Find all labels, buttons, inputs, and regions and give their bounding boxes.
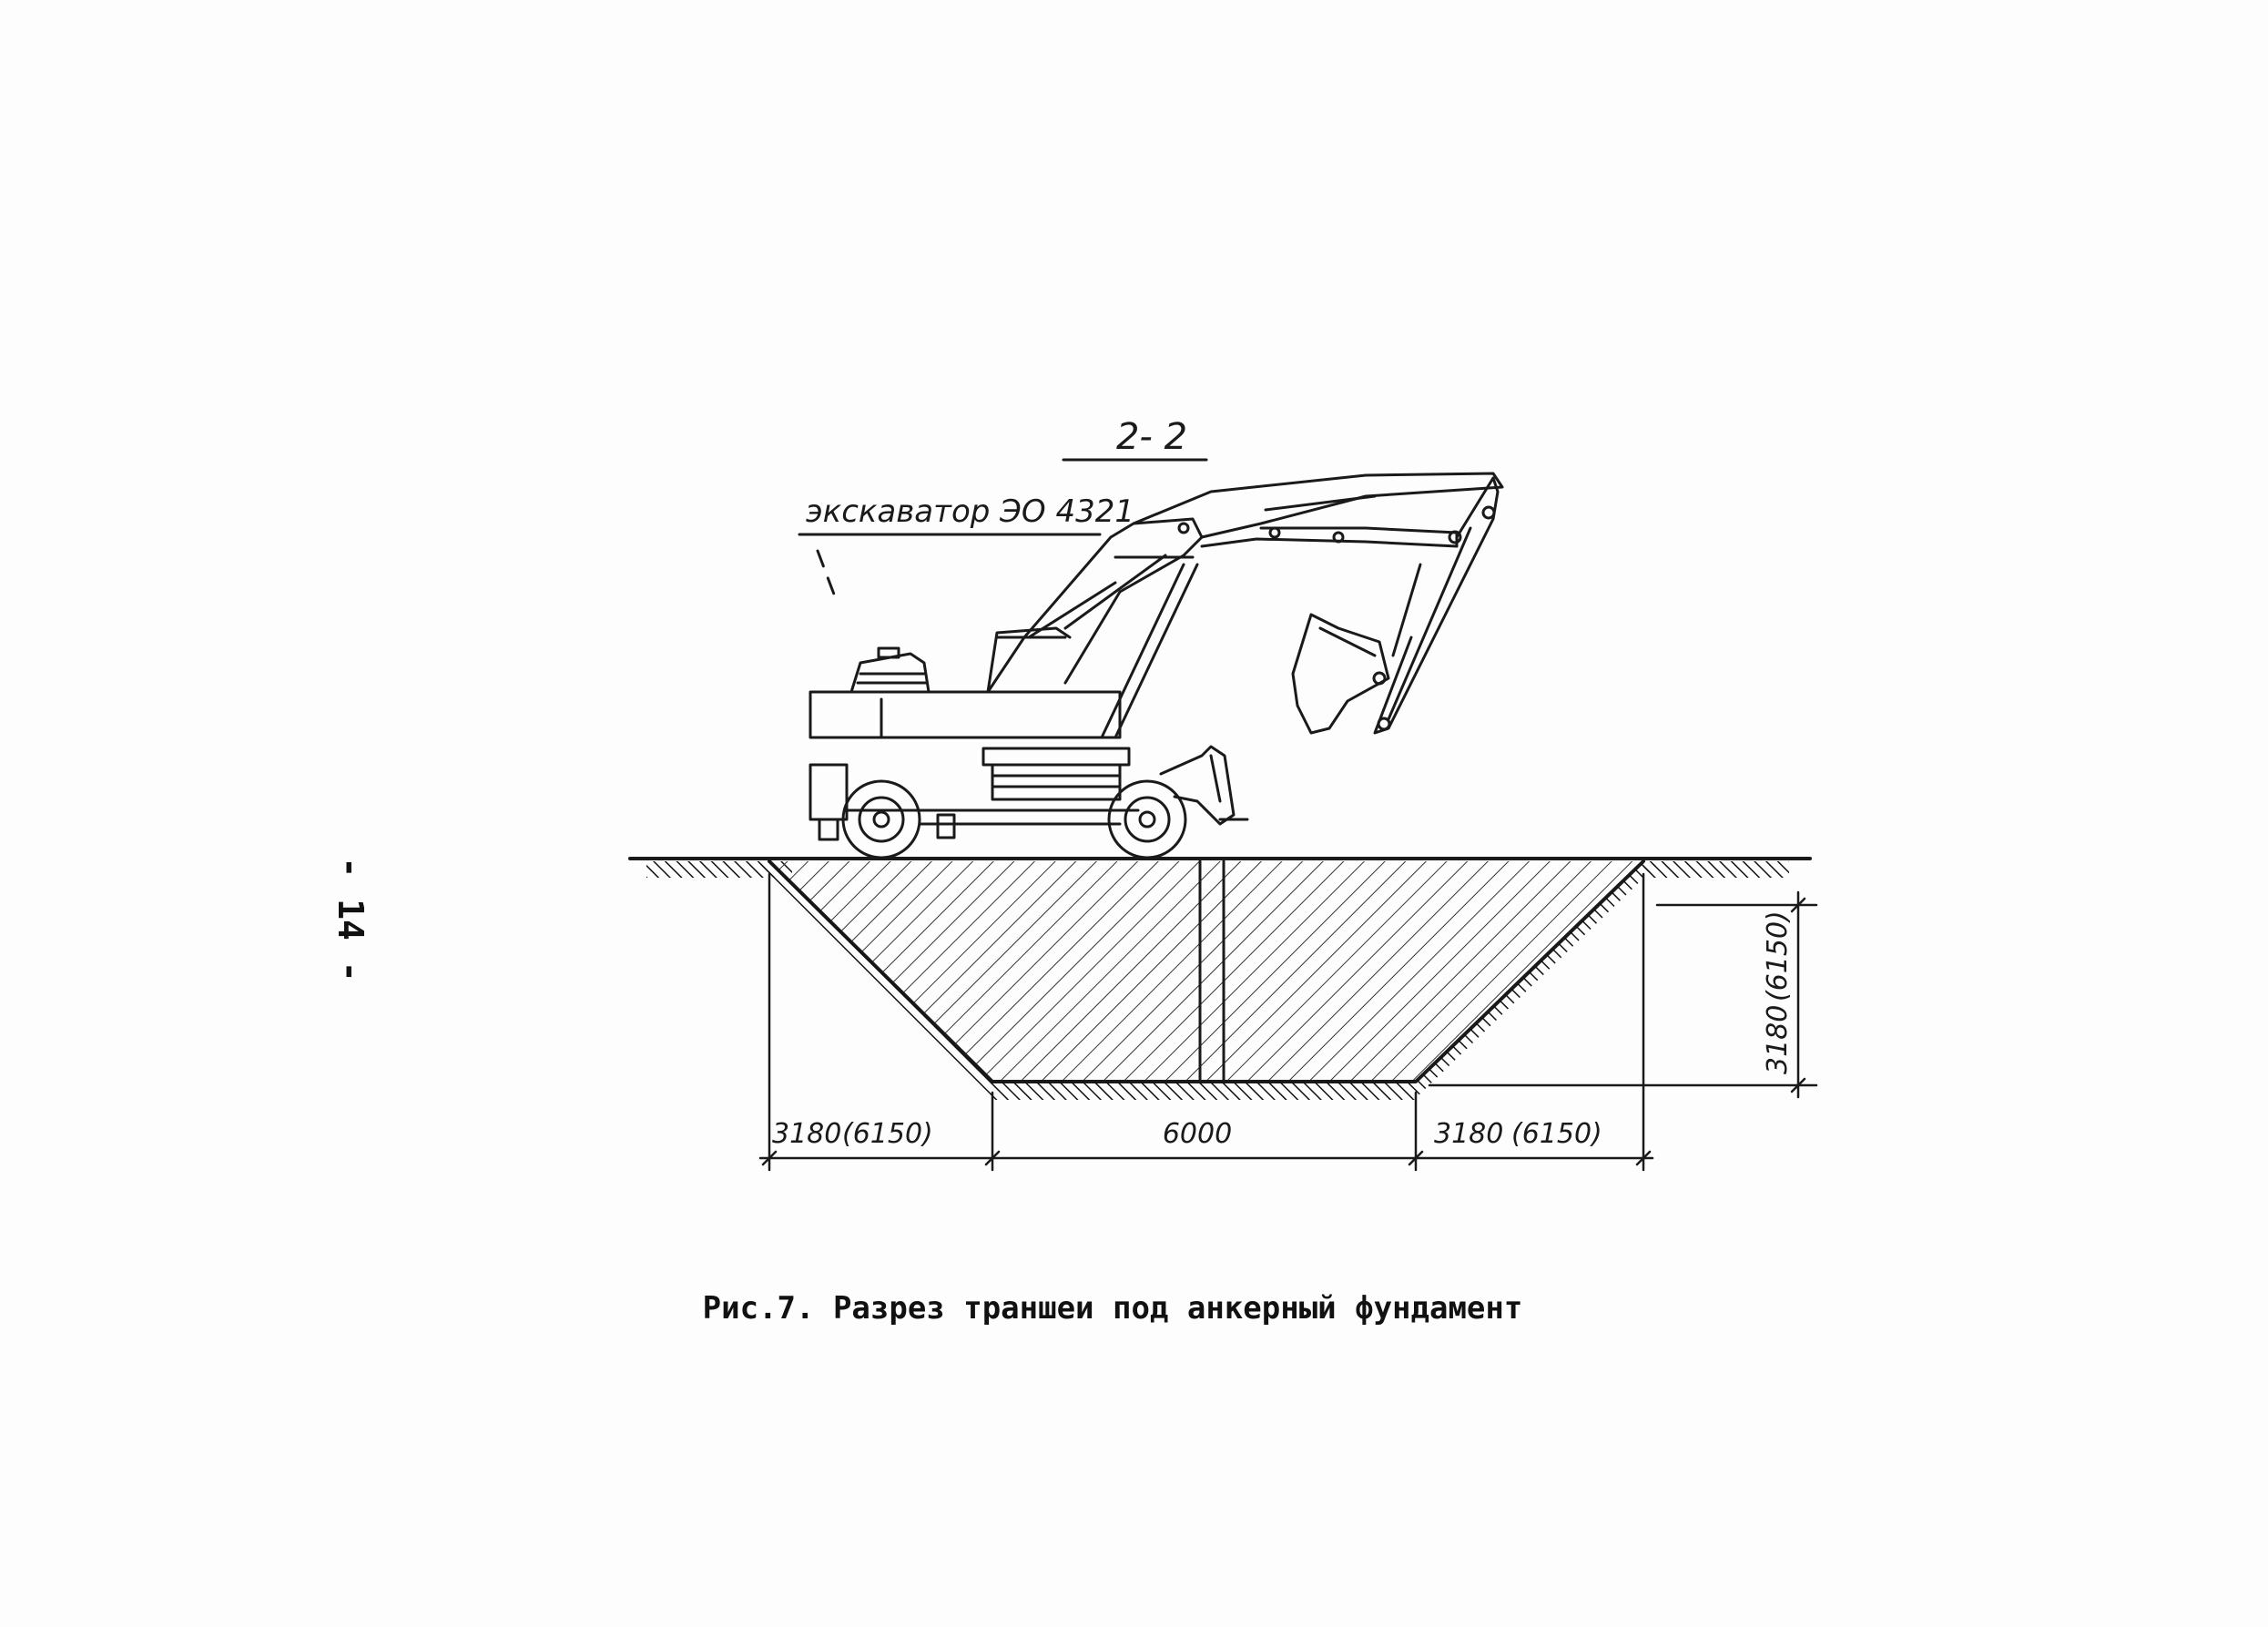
excavator-label: экскаватор ЭО 4321 [806,493,1134,530]
excavator-front-wheel [1107,779,1187,859]
trench-bottom-hatch [992,1082,1416,1100]
dim-left-alt-value: (6150) [842,1118,933,1150]
excavator-boom-base [986,517,1204,694]
trench-fill [769,861,1643,1080]
excavator-cabin [986,626,1072,694]
figure-caption: Рис.7. Разрез траншеи под анкерный фунда… [703,1290,1523,1327]
dim-depth-alt-value: (6150) [1762,910,1794,1002]
excavator-undercarriage [981,747,1131,767]
horizontal-dimension-chain [758,872,1654,1172]
dim-bottom-width: 6000 [1163,1118,1232,1150]
dim-left-value: 3180 [772,1118,841,1150]
excavator-drawing [809,472,1504,859]
dim-right-value: 3180 [1434,1118,1503,1150]
excavator-rear-wheel [841,779,921,859]
ground-hatch-right [1643,861,1789,878]
depth-dimension [1428,890,1818,1099]
section-label: 2- 2 [1116,416,1187,458]
trench-slope-right [1416,861,1657,1098]
excavator-upper-body [809,690,1122,739]
excavator-stick [1373,476,1500,735]
ground-hatch-left [646,861,792,878]
excavator-front-blade [1159,745,1236,826]
excavator-leader-line [816,549,838,601]
dim-depth-value: 3180 [1762,1005,1794,1074]
trench-slope-left [756,861,992,1098]
excavator-boom [1132,472,1504,539]
excavator-bucket [1291,613,1390,735]
dim-right-alt-value: (6150) [1511,1118,1602,1150]
page-number: - 14 - [331,857,371,981]
